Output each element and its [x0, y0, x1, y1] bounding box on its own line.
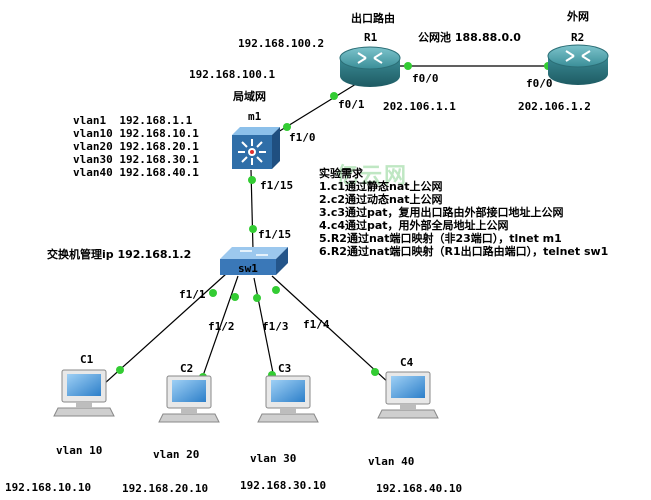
sw1-port-3: f1/3 [262, 320, 289, 333]
r1-name: R1 [364, 31, 378, 44]
requirement-item: 4.c4通过pat，用外部全局地址上公网 [319, 219, 509, 232]
link-sw1-c4 [271, 275, 391, 385]
r1-wan-port: f0/0 [412, 72, 439, 85]
vlan-item: vlan20 192.168.20.1 [73, 140, 199, 153]
pc-c2-icon[interactable] [158, 375, 220, 423]
host-c4-name: C4 [400, 356, 414, 369]
router-r1-icon[interactable] [339, 46, 401, 87]
port-dot [330, 92, 338, 100]
port-dot [209, 289, 217, 297]
m1-uplink-ip: 192.168.100.1 [189, 68, 276, 81]
r2-ip: 202.106.1.2 [518, 100, 591, 113]
sw1-mgmt-ip: 交换机管理ip 192.168.1.2 [47, 248, 192, 261]
requirement-item: 1.c1通过静态nat上公网 [319, 180, 443, 193]
m1-name: m1 [248, 110, 262, 123]
requirements-box: 实验需求 1.c1通过静态nat上公网 2.c2通过动态nat上公网 3.c3通… [319, 167, 608, 258]
switch-sw1-icon[interactable] [220, 247, 288, 275]
r1-outside-ip: 202.106.1.1 [383, 100, 456, 113]
host-c2-ip: 192.168.20.10 [122, 482, 209, 495]
port-dot [231, 293, 239, 301]
r1-title: 出口路由 [351, 12, 395, 25]
m1-port-down: f1/15 [260, 179, 294, 192]
l3-switch-m1-icon[interactable] [232, 127, 280, 169]
sw1-name: sw1 [238, 262, 258, 275]
link-r1-m1 [264, 83, 357, 141]
pc-c4-icon[interactable] [377, 371, 439, 419]
port-dot [248, 176, 256, 184]
pc-c1-icon[interactable] [53, 369, 115, 417]
sw1-port-1: f1/1 [179, 288, 206, 301]
sw1-port-4: f1/4 [303, 318, 330, 331]
m1-port-up: f1/0 [289, 131, 316, 144]
port-dot [249, 225, 257, 233]
host-c3-vlan: vlan 30 [250, 452, 297, 465]
host-c4-ip: 192.168.40.10 [376, 482, 463, 495]
port-dots [116, 62, 552, 381]
host-c2-name: C2 [180, 362, 194, 375]
host-c1-vlan: vlan 10 [56, 444, 103, 457]
vlan-item: vlan40 192.168.40.1 [73, 166, 199, 179]
link-sw1-c1 [103, 273, 227, 385]
r2-title: 外网 [567, 10, 589, 23]
link-sw1-c2 [197, 275, 239, 391]
port-dot [404, 62, 412, 70]
r2-name: R2 [571, 31, 585, 44]
vlan-item: vlan1 192.168.1.1 [73, 114, 193, 127]
sw1-port-up: f1/15 [258, 228, 292, 241]
r2-port: f0/0 [526, 77, 553, 90]
requirement-item: 6.R2通过nat端口映射（R1出口路由端口），telnet sw1 [319, 245, 609, 258]
requirement-item: 2.c2通过动态nat上公网 [319, 193, 443, 206]
port-dot [371, 368, 379, 376]
port-dot [253, 294, 261, 302]
host-c4-vlan: vlan 40 [368, 455, 415, 468]
watermark: 亿云网 [336, 164, 409, 189]
sw1-port-2: f1/2 [208, 320, 235, 333]
port-dot [272, 286, 280, 294]
requirements-title: 实验需求 [319, 167, 363, 180]
r1-lan-port: f0/1 [338, 98, 365, 111]
port-dot [283, 123, 291, 131]
m1-title: 局域网 [233, 90, 266, 103]
vlan-list: vlan1 192.168.1.1 vlan10 192.168.10.1 vl… [73, 114, 199, 179]
public-pool: 公网池 188.88.0.0 [418, 31, 521, 44]
vlan-item: vlan30 192.168.30.1 [73, 153, 199, 166]
requirement-item: 5.R2通过nat端口映射（非23端口），tlnet m1 [319, 232, 562, 245]
host-c3-ip: 192.168.30.10 [240, 479, 327, 492]
router-r2-icon[interactable] [547, 44, 609, 85]
r1-inside-ip: 192.168.100.2 [238, 37, 325, 50]
host-c1-ip: 192.168.10.10 [5, 481, 92, 494]
vlan-item: vlan10 192.168.10.1 [73, 127, 199, 140]
pc-c3-icon[interactable] [257, 375, 319, 423]
requirement-item: 3.c3通过pat，复用出口路由外部接口地址上公网 [319, 206, 564, 219]
port-dot [116, 366, 124, 374]
host-c3-name: C3 [278, 362, 292, 375]
host-c2-vlan: vlan 20 [153, 448, 200, 461]
host-c1-name: C1 [80, 353, 94, 366]
